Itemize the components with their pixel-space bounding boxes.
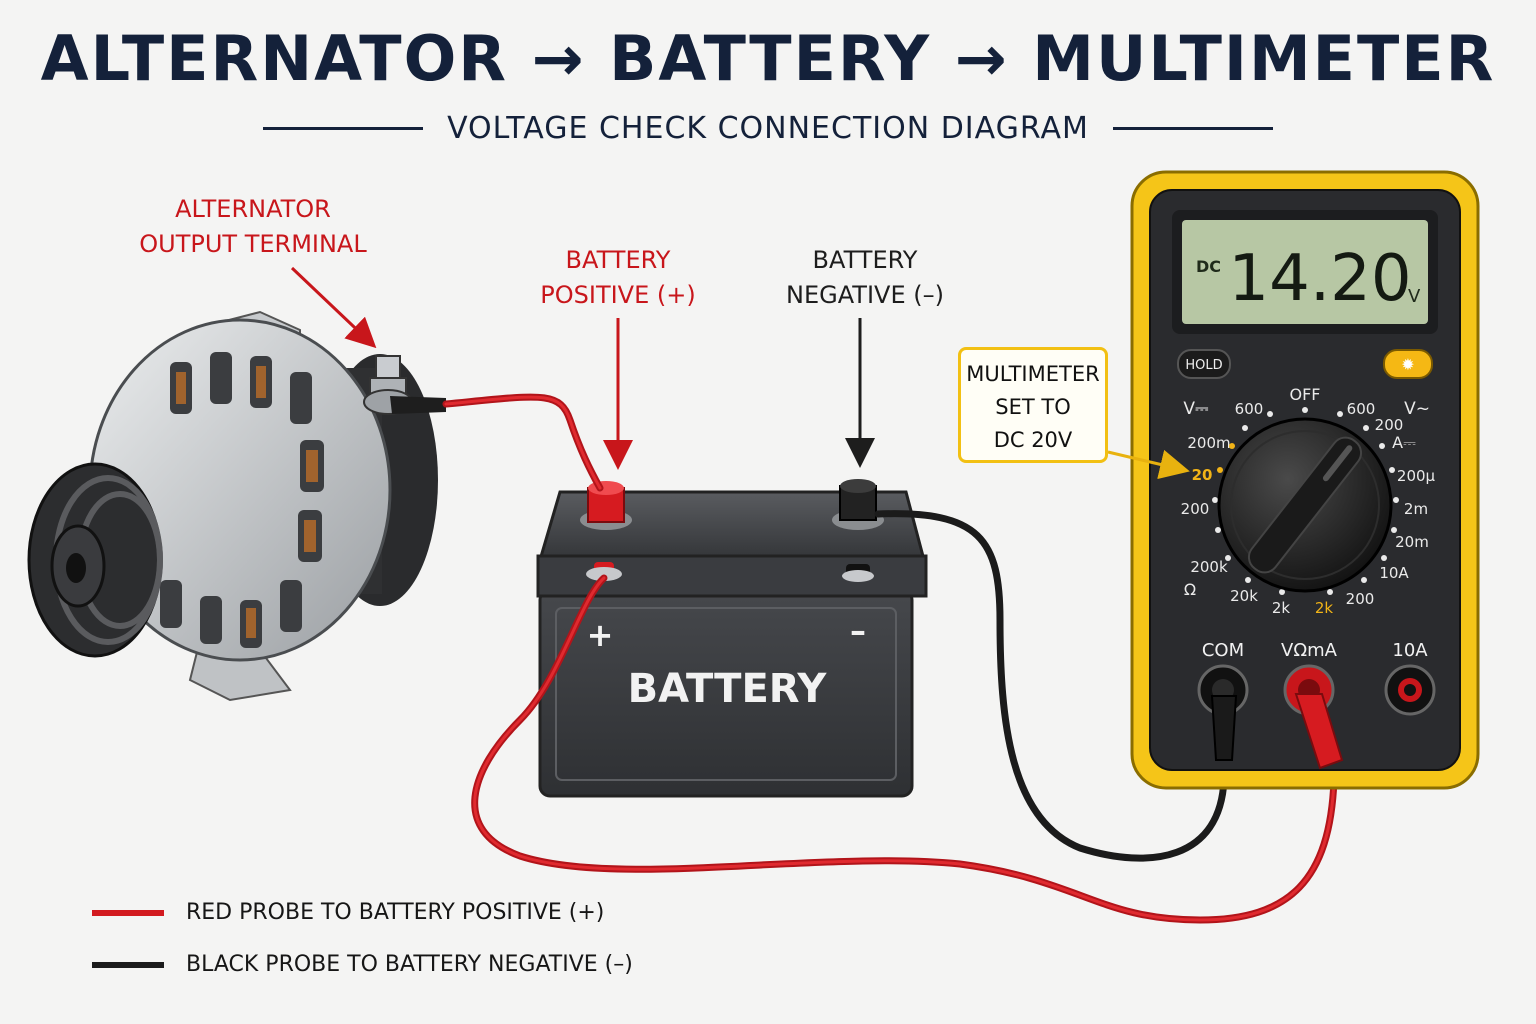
- jack-vohm-label: VΩmA: [1281, 640, 1338, 661]
- legend-red-probe: RED PROBE TO BATTERY POSITIVE (+): [92, 900, 604, 925]
- callout-line3: DC 20V: [993, 428, 1073, 452]
- backlight-button[interactable]: ✹: [1383, 349, 1433, 379]
- battery-negative-terminal: [832, 479, 884, 582]
- legend-black-probe: BLACK PROBE TO BATTERY NEGATIVE (–): [92, 952, 633, 977]
- backlight-icon: ✹: [1401, 355, 1414, 374]
- alternator-output-terminal: [363, 355, 446, 415]
- dial-acv-200: 200: [1375, 416, 1404, 434]
- dial-a-10a: 10A: [1379, 564, 1409, 582]
- label-alternator-line2: OUTPUT TERMINAL: [139, 230, 367, 258]
- callout-line2: SET TO: [995, 395, 1071, 419]
- dial-ohm-2k: 2k: [1272, 599, 1291, 617]
- legend-red-text: RED PROBE TO BATTERY POSITIVE (+): [186, 900, 605, 925]
- label-alternator-output: ALTERNATOR OUTPUT TERMINAL: [118, 192, 388, 262]
- label-battery-negative: BATTERY NEGATIVE (–): [760, 243, 970, 313]
- legend-red-swatch: [92, 909, 164, 916]
- battery-minus-sign: –: [850, 612, 866, 650]
- arrow-to-alternator-terminal: [290, 266, 377, 349]
- multimeter-lcd: [1182, 220, 1428, 324]
- jack-10a[interactable]: [1384, 664, 1436, 716]
- alternator-windings: [176, 366, 318, 638]
- dial-v-ac: V~: [1404, 399, 1430, 419]
- label-battery-neg-line1: BATTERY: [812, 246, 918, 274]
- battery-plus-sign: +: [587, 616, 614, 654]
- hold-label: HOLD: [1185, 358, 1222, 373]
- black-probe-wire: [874, 510, 1228, 862]
- legend-black-swatch: [92, 961, 164, 968]
- alternator: [27, 310, 446, 702]
- label-battery-pos-line2: POSITIVE (+): [540, 281, 696, 309]
- dial-acv-600: 600: [1347, 400, 1376, 418]
- hold-button[interactable]: HOLD: [1177, 349, 1231, 379]
- label-battery-neg-line2: NEGATIVE (–): [786, 281, 944, 309]
- dial-a-200u: 200μ: [1397, 467, 1436, 485]
- dial-tick-dots: [1212, 407, 1399, 595]
- dial-ohm-2k-alt: 2k: [1315, 599, 1334, 617]
- subtitle-row: VOLTAGE CHECK CONNECTION DIAGRAM: [0, 108, 1536, 148]
- dial-off: OFF: [1290, 385, 1321, 404]
- battery-label: BATTERY: [628, 666, 828, 712]
- dial-scale-labels: OFF V⎓ V~ 600 600 200 A⎓ 200m 20 200μ 20…: [1181, 385, 1436, 617]
- range-selector-dial[interactable]: [1217, 417, 1393, 593]
- arrow-to-dial-setting: [1107, 449, 1190, 480]
- dial-dcv-200: 200: [1181, 500, 1210, 518]
- black-probe-plug[interactable]: [1210, 695, 1238, 761]
- label-battery-pos-line1: BATTERY: [565, 246, 671, 274]
- red-probe-plug[interactable]: [1294, 693, 1344, 770]
- dial-ohm-20k: 20k: [1230, 587, 1258, 605]
- subtitle-rule-left: [263, 126, 424, 130]
- multimeter-setting-callout: MULTIMETER SET TO DC 20V: [958, 347, 1108, 463]
- label-alternator-line1: ALTERNATOR: [175, 195, 331, 223]
- callout-line1: MULTIMETER: [966, 362, 1100, 386]
- multimeter: DC 14.20 V HOLD ✹ OFF V⎓ V~ 600 600 200 …: [1130, 170, 1480, 790]
- dial-dcv-600: 600: [1235, 400, 1264, 418]
- battery: + – BATTERY: [536, 479, 928, 798]
- lcd-reading: 14.20: [1228, 242, 1411, 316]
- diagram-subtitle: VOLTAGE CHECK CONNECTION DIAGRAM: [447, 110, 1089, 146]
- legend-black-text: BLACK PROBE TO BATTERY NEGATIVE (–): [186, 952, 633, 977]
- dial-v-dc: V⎓: [1183, 399, 1209, 419]
- dial-ohm-200k: 200k: [1190, 558, 1228, 576]
- dial-dcv-200m: 200m: [1187, 434, 1230, 452]
- dial-a-dc: A⎓: [1392, 433, 1416, 452]
- lcd-unit: V: [1408, 286, 1421, 307]
- dial-a-200: 200: [1346, 590, 1375, 608]
- label-battery-positive: BATTERY POSITIVE (+): [518, 243, 718, 313]
- dial-dcv-20-selected: 20: [1192, 466, 1213, 484]
- dial-a-2m: 2m: [1404, 500, 1428, 518]
- jack-com-label: COM: [1202, 640, 1244, 661]
- battery-positive-terminal: [580, 481, 632, 581]
- dial-a-20m: 20m: [1395, 533, 1429, 551]
- subtitle-rule-right: [1112, 126, 1273, 130]
- diagram-title: ALTERNATOR → BATTERY → MULTIMETER: [40, 22, 1496, 95]
- jack-10a-label: 10A: [1392, 640, 1428, 661]
- dial-ohm: Ω: [1184, 580, 1196, 599]
- lcd-mode-dc: DC: [1196, 257, 1221, 276]
